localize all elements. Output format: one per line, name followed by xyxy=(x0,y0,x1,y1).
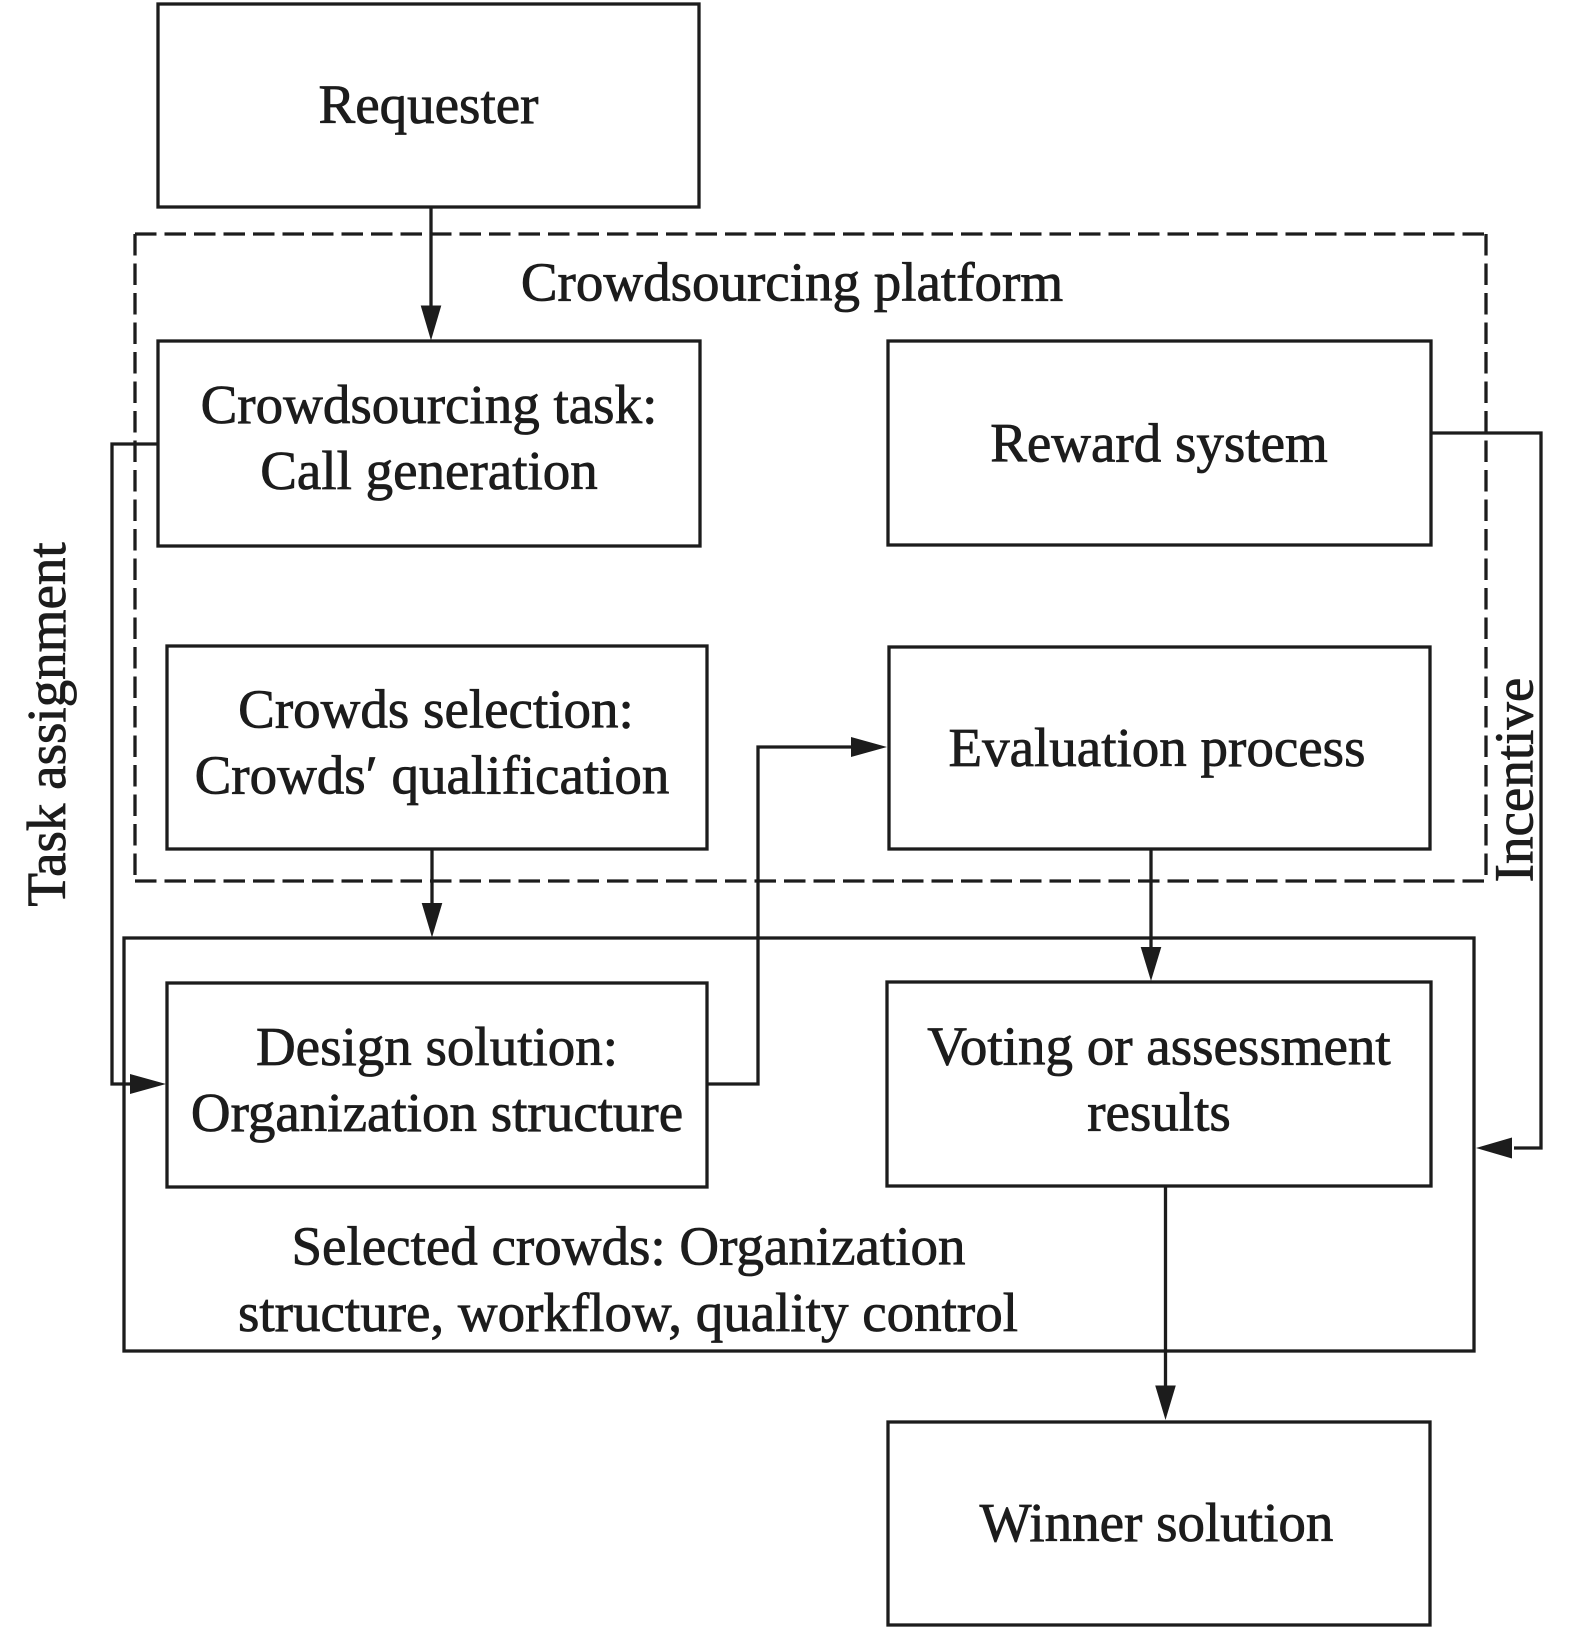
svg-text:Evaluation process: Evaluation process xyxy=(949,717,1366,778)
svg-text:Task assignment: Task assignment xyxy=(16,542,77,906)
svg-text:Requester: Requester xyxy=(319,74,539,135)
svg-text:Organization structure: Organization structure xyxy=(191,1082,683,1143)
svg-text:Crowds selection:: Crowds selection: xyxy=(238,679,634,740)
svg-text:Reward system: Reward system xyxy=(990,413,1328,474)
svg-text:results: results xyxy=(1087,1082,1231,1143)
svg-text:Crowdsourcing platform: Crowdsourcing platform xyxy=(521,252,1063,313)
svg-text:Voting or assessment: Voting or assessment xyxy=(927,1016,1390,1077)
svg-text:Winner solution: Winner solution xyxy=(980,1492,1334,1553)
svg-text:Crowds′ qualification: Crowds′ qualification xyxy=(195,745,670,806)
svg-text:Incentive: Incentive xyxy=(1484,678,1545,883)
svg-text:Design solution:: Design solution: xyxy=(256,1016,618,1077)
svg-text:Call generation: Call generation xyxy=(260,440,598,501)
svg-text:Selected crowds: Organization: Selected crowds: Organization xyxy=(291,1216,965,1277)
svg-text:Crowdsourcing task:: Crowdsourcing task: xyxy=(201,374,658,435)
svg-text:structure, workflow, quality c: structure, workflow, quality control xyxy=(238,1282,1018,1343)
